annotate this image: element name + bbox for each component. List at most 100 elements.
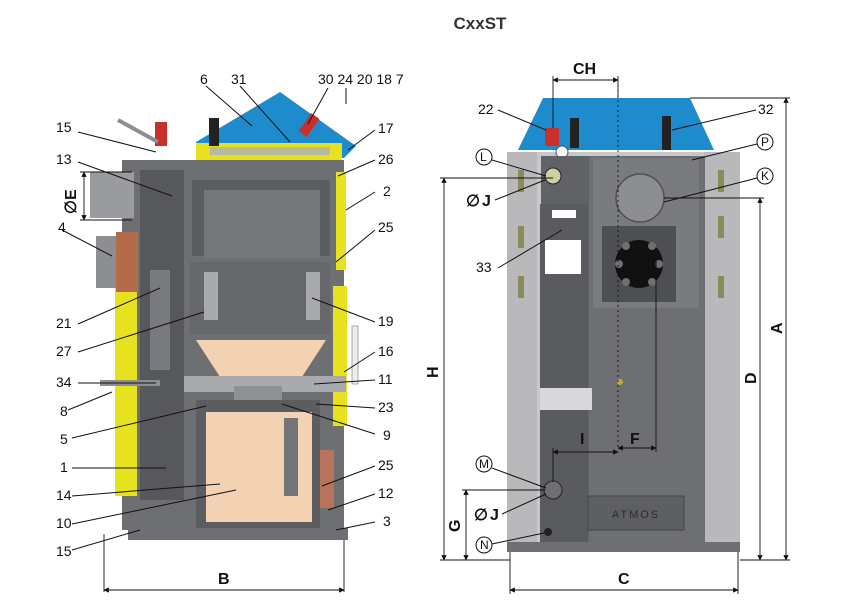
dim-g-label: G <box>447 520 464 532</box>
side-combustion-funnel <box>196 340 326 380</box>
front-view: ATMOS <box>507 98 740 552</box>
side-fan-motor <box>116 232 138 292</box>
dim-j-bottom-label: J <box>490 507 499 524</box>
side-upper-inner <box>204 190 320 258</box>
side-top-grille <box>210 147 330 155</box>
dim-e-label: E <box>63 189 80 200</box>
dim-ch-label: CH <box>573 61 596 78</box>
callout-10: 10 <box>56 515 72 531</box>
side-lower-divider <box>284 418 298 496</box>
front-fan <box>615 240 663 288</box>
front-connection-m <box>543 480 563 500</box>
dim-b-label: B <box>218 571 230 588</box>
dim-e-prefix: ∅ <box>63 200 80 214</box>
dim-c-label: C <box>618 571 630 588</box>
front-fan-bolt-2 <box>648 242 656 250</box>
callout-11: 11 <box>378 371 393 387</box>
side-flue-inner <box>150 270 170 370</box>
side-flue-outlet <box>90 172 134 218</box>
front-jacket-left-shade <box>507 152 537 550</box>
side-lower-door <box>320 450 334 508</box>
callout-15-bottom: 15 <box>56 543 72 559</box>
front-slot-r2 <box>718 216 724 238</box>
side-leaders <box>61 85 376 551</box>
circle-k-label: K <box>761 169 769 183</box>
dim-f-label: F <box>630 431 640 448</box>
circle-l <box>475 148 493 166</box>
callout-25-bottom: 25 <box>378 457 394 473</box>
front-safety-valve <box>545 128 559 146</box>
side-back-yellow-jacket <box>336 172 346 270</box>
front-vent-grille <box>540 388 592 410</box>
front-slot-l2 <box>518 226 524 248</box>
front-callouts: 22 32 33 L P K M N <box>475 101 774 554</box>
front-fan-bolt-4 <box>648 278 656 286</box>
side-hopper-left-panel <box>204 272 218 320</box>
front-slot-r1 <box>718 170 724 192</box>
callout-16: 16 <box>378 343 394 359</box>
callout-31: 31 <box>231 71 247 87</box>
callout-26: 26 <box>378 151 394 167</box>
circle-n-label: N <box>480 538 489 552</box>
front-slot-l3 <box>518 276 524 298</box>
side-base <box>128 528 348 540</box>
callout-1: 1 <box>60 459 68 475</box>
side-top-lever <box>117 118 159 144</box>
side-top-pipe <box>209 118 219 146</box>
circle-p-label: P <box>761 135 769 149</box>
callout-13: 13 <box>56 151 72 167</box>
front-slot-l1 <box>518 170 524 192</box>
front-dimensions: CH H ∅ J A D I F <box>425 61 790 594</box>
callout-8: 8 <box>60 403 68 419</box>
diagram-title: CxxST <box>453 14 507 33</box>
dim-a-label: A <box>769 322 786 334</box>
callout-19: 19 <box>378 313 394 329</box>
front-connection-n <box>544 528 552 536</box>
callout-21: 21 <box>56 315 72 331</box>
side-burner-bar <box>156 376 346 392</box>
circle-m <box>475 455 493 473</box>
side-dimensions: ∅ E B <box>63 171 345 593</box>
dim-j-top-label: J <box>482 193 491 210</box>
callout-4: 4 <box>58 219 66 235</box>
dim-j-top-prefix: ∅ <box>466 193 480 210</box>
front-flue-outlet <box>615 173 665 223</box>
circle-n <box>475 536 493 554</box>
side-view <box>90 92 359 540</box>
callout-34: 34 <box>56 374 72 390</box>
callout-15-top: 15 <box>56 119 72 135</box>
front-label-large <box>545 240 581 274</box>
front-slot-r3 <box>718 276 724 298</box>
dim-i-label: I <box>580 431 584 448</box>
side-blue-cover <box>196 92 356 158</box>
callout-14: 14 <box>56 487 72 503</box>
side-thermometer-tube <box>351 325 359 385</box>
callout-9: 9 <box>383 427 391 443</box>
callout-3: 3 <box>383 513 391 529</box>
callout-12: 12 <box>378 485 394 501</box>
callout-2: 2 <box>383 183 391 199</box>
front-nameplate-frame <box>587 495 685 531</box>
front-label-small <box>552 210 576 218</box>
circle-p <box>756 133 774 151</box>
side-top-valve <box>298 113 320 137</box>
side-hopper-right-panel <box>306 272 320 320</box>
dim-j-bottom-prefix: ∅ <box>474 507 488 524</box>
callout-5: 5 <box>60 431 68 447</box>
callout-30-24-20-18-7: 30 24 20 18 7 <box>318 71 404 87</box>
callout-33: 33 <box>476 259 492 275</box>
dim-h-label: H <box>425 366 442 378</box>
callout-27: 27 <box>56 343 72 359</box>
dim-d-label: D <box>743 372 760 384</box>
callout-25-top: 25 <box>378 219 394 235</box>
callout-32: 32 <box>758 101 774 117</box>
side-callouts: 6 31 30 24 20 18 7 15 17 13 26 2 4 25 21… <box>56 71 404 559</box>
front-jacket-right-shade <box>704 152 740 550</box>
circle-k <box>756 167 774 185</box>
front-base <box>507 542 740 552</box>
front-fan-bolt-5 <box>615 260 623 268</box>
front-connection-l <box>544 167 562 185</box>
front-nameplate-text: ATMOS <box>612 509 660 521</box>
